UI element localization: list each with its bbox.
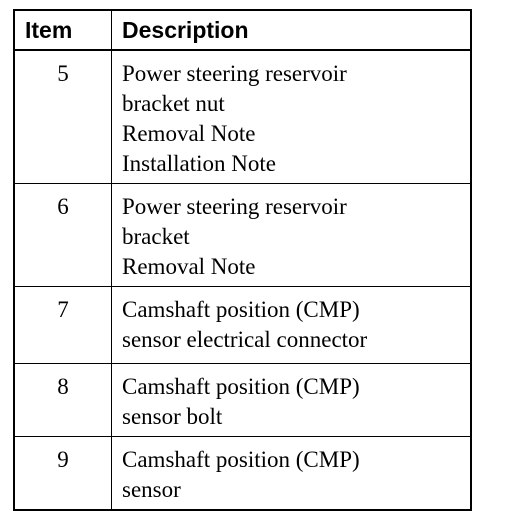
item-description: Camshaft position (CMP) sensor electrica… <box>111 286 472 364</box>
item-description: Camshaft position (CMP) sensor bolt <box>111 363 472 437</box>
removal-note: Removal Note <box>122 121 256 146</box>
removal-note: Removal Note <box>122 254 256 279</box>
table-row: 7 Camshaft position (CMP) sensor electri… <box>13 286 472 364</box>
description-line: bracket <box>122 224 190 249</box>
item-number: 7 <box>13 286 112 364</box>
description-line: Power steering reservoir <box>122 61 347 86</box>
header-row: Item Description <box>13 9 472 51</box>
description-line: bracket nut <box>122 91 225 116</box>
description-line: Camshaft position (CMP) <box>122 374 360 399</box>
table-row: 9 Camshaft position (CMP) sensor <box>13 436 472 511</box>
description-line: Power steering reservoir <box>122 194 347 219</box>
parts-table: Item Description 5 Power steering reserv… <box>13 9 472 511</box>
description-line: sensor bolt <box>122 404 223 429</box>
item-column-header: Item <box>13 9 112 51</box>
item-number: 5 <box>13 49 112 184</box>
table-row: 8 Camshaft position (CMP) sensor bolt <box>13 363 472 437</box>
installation-note: Installation Note <box>122 151 276 176</box>
item-number: 9 <box>13 436 112 511</box>
item-number: 8 <box>13 363 112 437</box>
description-line: Camshaft position (CMP) <box>122 447 360 472</box>
item-number: 6 <box>13 183 112 287</box>
item-description: Power steering reservoir bracket Removal… <box>111 183 472 287</box>
item-description: Power steering reservoir bracket nut Rem… <box>111 49 472 184</box>
description-column-header: Description <box>111 9 472 51</box>
description-line: Camshaft position (CMP) <box>122 297 360 322</box>
description-line: sensor <box>122 477 181 502</box>
description-line: sensor electrical connector <box>122 327 368 352</box>
item-description: Camshaft position (CMP) sensor <box>111 436 472 511</box>
table-row: 6 Power steering reservoir bracket Remov… <box>13 183 472 287</box>
table-row: 5 Power steering reservoir bracket nut R… <box>13 49 472 184</box>
